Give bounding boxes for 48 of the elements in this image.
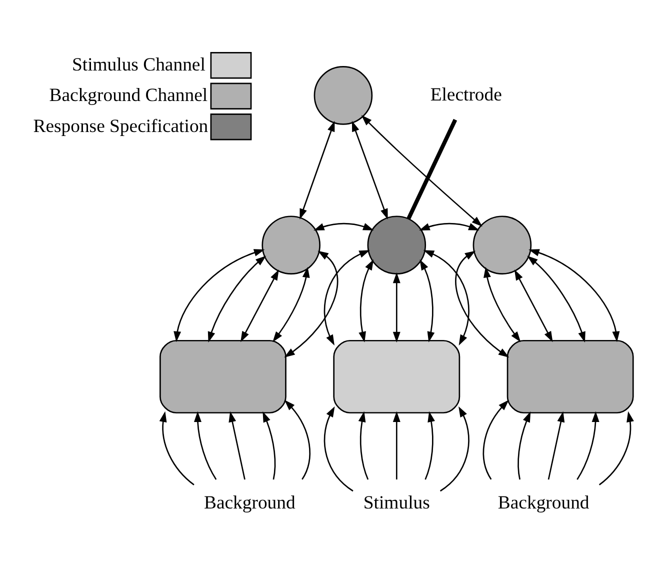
connector <box>406 118 458 220</box>
arrow <box>208 256 266 342</box>
arrow <box>482 400 509 480</box>
arrow <box>159 411 194 486</box>
arrow <box>455 250 510 358</box>
arrow <box>576 411 600 480</box>
arrow <box>392 272 400 343</box>
arrow <box>528 249 620 342</box>
arrow <box>424 411 435 480</box>
arrow <box>527 256 586 342</box>
arrow <box>358 259 374 342</box>
arrow <box>174 249 265 342</box>
arrow <box>314 222 374 231</box>
arrow <box>419 222 480 231</box>
arrow <box>194 411 217 480</box>
arrow <box>518 411 531 480</box>
arrow <box>228 411 246 480</box>
node-circle <box>262 216 320 274</box>
node-circle <box>367 216 426 274</box>
arrow <box>272 266 310 342</box>
legend-label: Background Channel <box>49 85 208 106</box>
legend-label: Stimulus Channel <box>72 54 206 76</box>
arrow <box>514 270 553 342</box>
arrow <box>358 411 369 480</box>
arrow <box>548 411 565 480</box>
arrow <box>440 406 470 492</box>
arrow <box>324 406 354 492</box>
arrow <box>284 250 338 358</box>
legend-label: Response Specification <box>33 116 208 137</box>
arrow <box>284 400 310 480</box>
arrow <box>262 411 276 480</box>
node-text: Electrode <box>430 84 502 106</box>
arrow <box>300 120 335 220</box>
node-text: Background <box>204 492 296 514</box>
node-text: Background <box>498 492 590 514</box>
arrow <box>420 259 435 342</box>
arrow <box>240 270 279 342</box>
arrow <box>392 411 400 480</box>
arrow <box>361 115 482 227</box>
arrow <box>352 120 388 220</box>
node-box <box>160 340 286 414</box>
node-box <box>506 340 634 414</box>
arrow <box>423 250 470 346</box>
arrow <box>598 411 634 486</box>
arrow <box>324 250 370 346</box>
node-text: Stimulus <box>363 492 430 514</box>
arrow <box>484 266 521 342</box>
node-box <box>333 340 460 414</box>
